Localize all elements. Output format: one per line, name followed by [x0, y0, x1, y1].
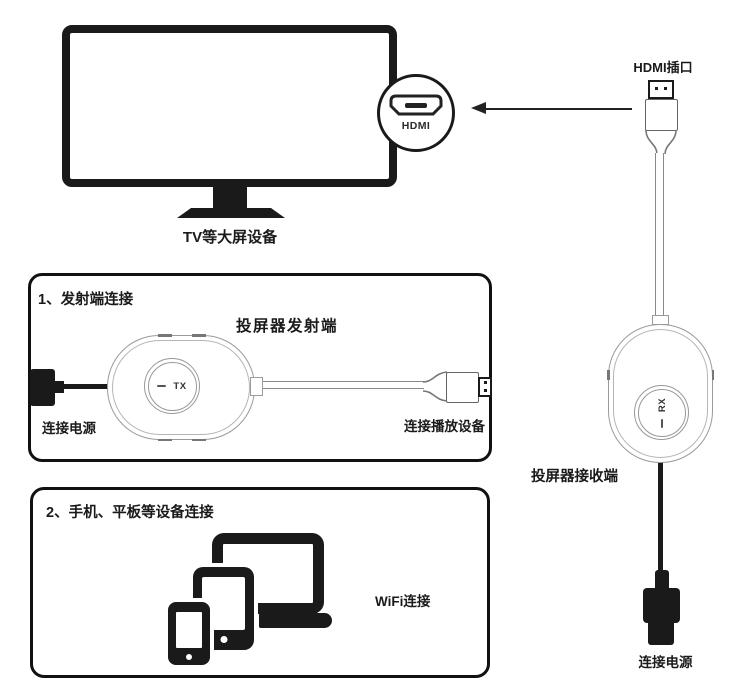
tv-stand-base [177, 208, 285, 218]
tv-stand-neck [213, 187, 247, 208]
tx-chip-circle: TX [144, 358, 200, 414]
transmitter-edge-tick [192, 438, 206, 441]
transmitter-hdmi-plug-icon [478, 377, 492, 397]
transmitter-plug-strain-relief [423, 371, 447, 402]
arrow-left-head [471, 102, 486, 114]
arrow-left-icon [484, 108, 632, 110]
hdmi-plug-body [645, 99, 678, 131]
hdmi-plug-icon [648, 80, 674, 99]
transmitter-plug-pin-dot [484, 389, 487, 392]
transmitter-edge-tick [158, 438, 172, 441]
receiver-cable-nub [652, 315, 669, 325]
receiver-device-label: 投屏器接收端 [531, 469, 618, 485]
transmitter-cable-nub [250, 377, 263, 396]
receiver-edge-tick [711, 370, 714, 380]
tv-label: TV等大屏设备 [182, 229, 278, 246]
rx-dash-mark [660, 418, 663, 428]
hdmi-port-label: HDMI插口 [633, 60, 693, 75]
tablet-home-button [220, 636, 227, 643]
transmitter-box-title: 1、发射端连接 [38, 292, 134, 308]
devices-box [30, 487, 490, 678]
transmitter-device-label: 投屏器发射端 [236, 318, 339, 335]
smartphone-home-button [186, 654, 192, 660]
transmitter-edge-tick [192, 334, 206, 337]
smartphone-body [168, 602, 210, 665]
receiver-inner-outline [613, 329, 708, 458]
smartphone-icon [164, 598, 214, 669]
usb-power-plug-lower [648, 623, 674, 645]
rx-chip-circle: RX [634, 385, 689, 440]
transmitter-hdmi-plug-body [446, 372, 479, 403]
transmitter-box [28, 273, 492, 462]
tx-dash-mark [157, 384, 167, 388]
devices-box-title: 2、手机、平板等设备连接 [46, 505, 214, 521]
rx-chip-label: RX [656, 397, 667, 412]
smartphone-screen [176, 612, 202, 648]
laptop-base [259, 613, 332, 628]
usb-power-plug-body [643, 588, 680, 623]
hdmi-plug-strain-relief [645, 130, 677, 154]
wifi-connection-label: WiFi连接 [375, 594, 431, 609]
transmitter-device [107, 334, 255, 441]
hdmi-port-callout: HDMI [377, 74, 455, 152]
player-device-label: 连接播放设备 [404, 419, 485, 434]
transmitter-hdmi-cable [263, 381, 424, 389]
transmitter-power-plug-nub [55, 381, 64, 393]
transmitter-plug-pin-dot [484, 381, 487, 384]
receiver-cable [655, 153, 664, 316]
transmitter-power-plug-icon [30, 369, 55, 406]
transmitter-edge-tick [158, 334, 172, 337]
hdmi-plug-pin-dot [655, 87, 658, 90]
hdmi-port-icon [389, 94, 443, 116]
hdmi-callout-label: HDMI [401, 120, 431, 132]
transmitter-inner-outline [112, 340, 250, 435]
transmitter-power-cable [64, 384, 110, 389]
receiver-power-label: 连接电源 [638, 655, 693, 670]
usb-power-plug-icon [655, 570, 669, 590]
tx-chip-ring: TX [147, 361, 197, 411]
transmitter-power-label: 连接电源 [42, 421, 96, 436]
hdmi-plug-pin-dot [664, 87, 667, 90]
receiver-edge-tick [607, 370, 610, 380]
tx-chip-label: TX [173, 380, 187, 392]
receiver-device: RX [607, 324, 714, 463]
receiver-power-cable [658, 462, 663, 572]
rx-chip-ring: RX [637, 388, 686, 437]
tv-icon [62, 25, 397, 187]
